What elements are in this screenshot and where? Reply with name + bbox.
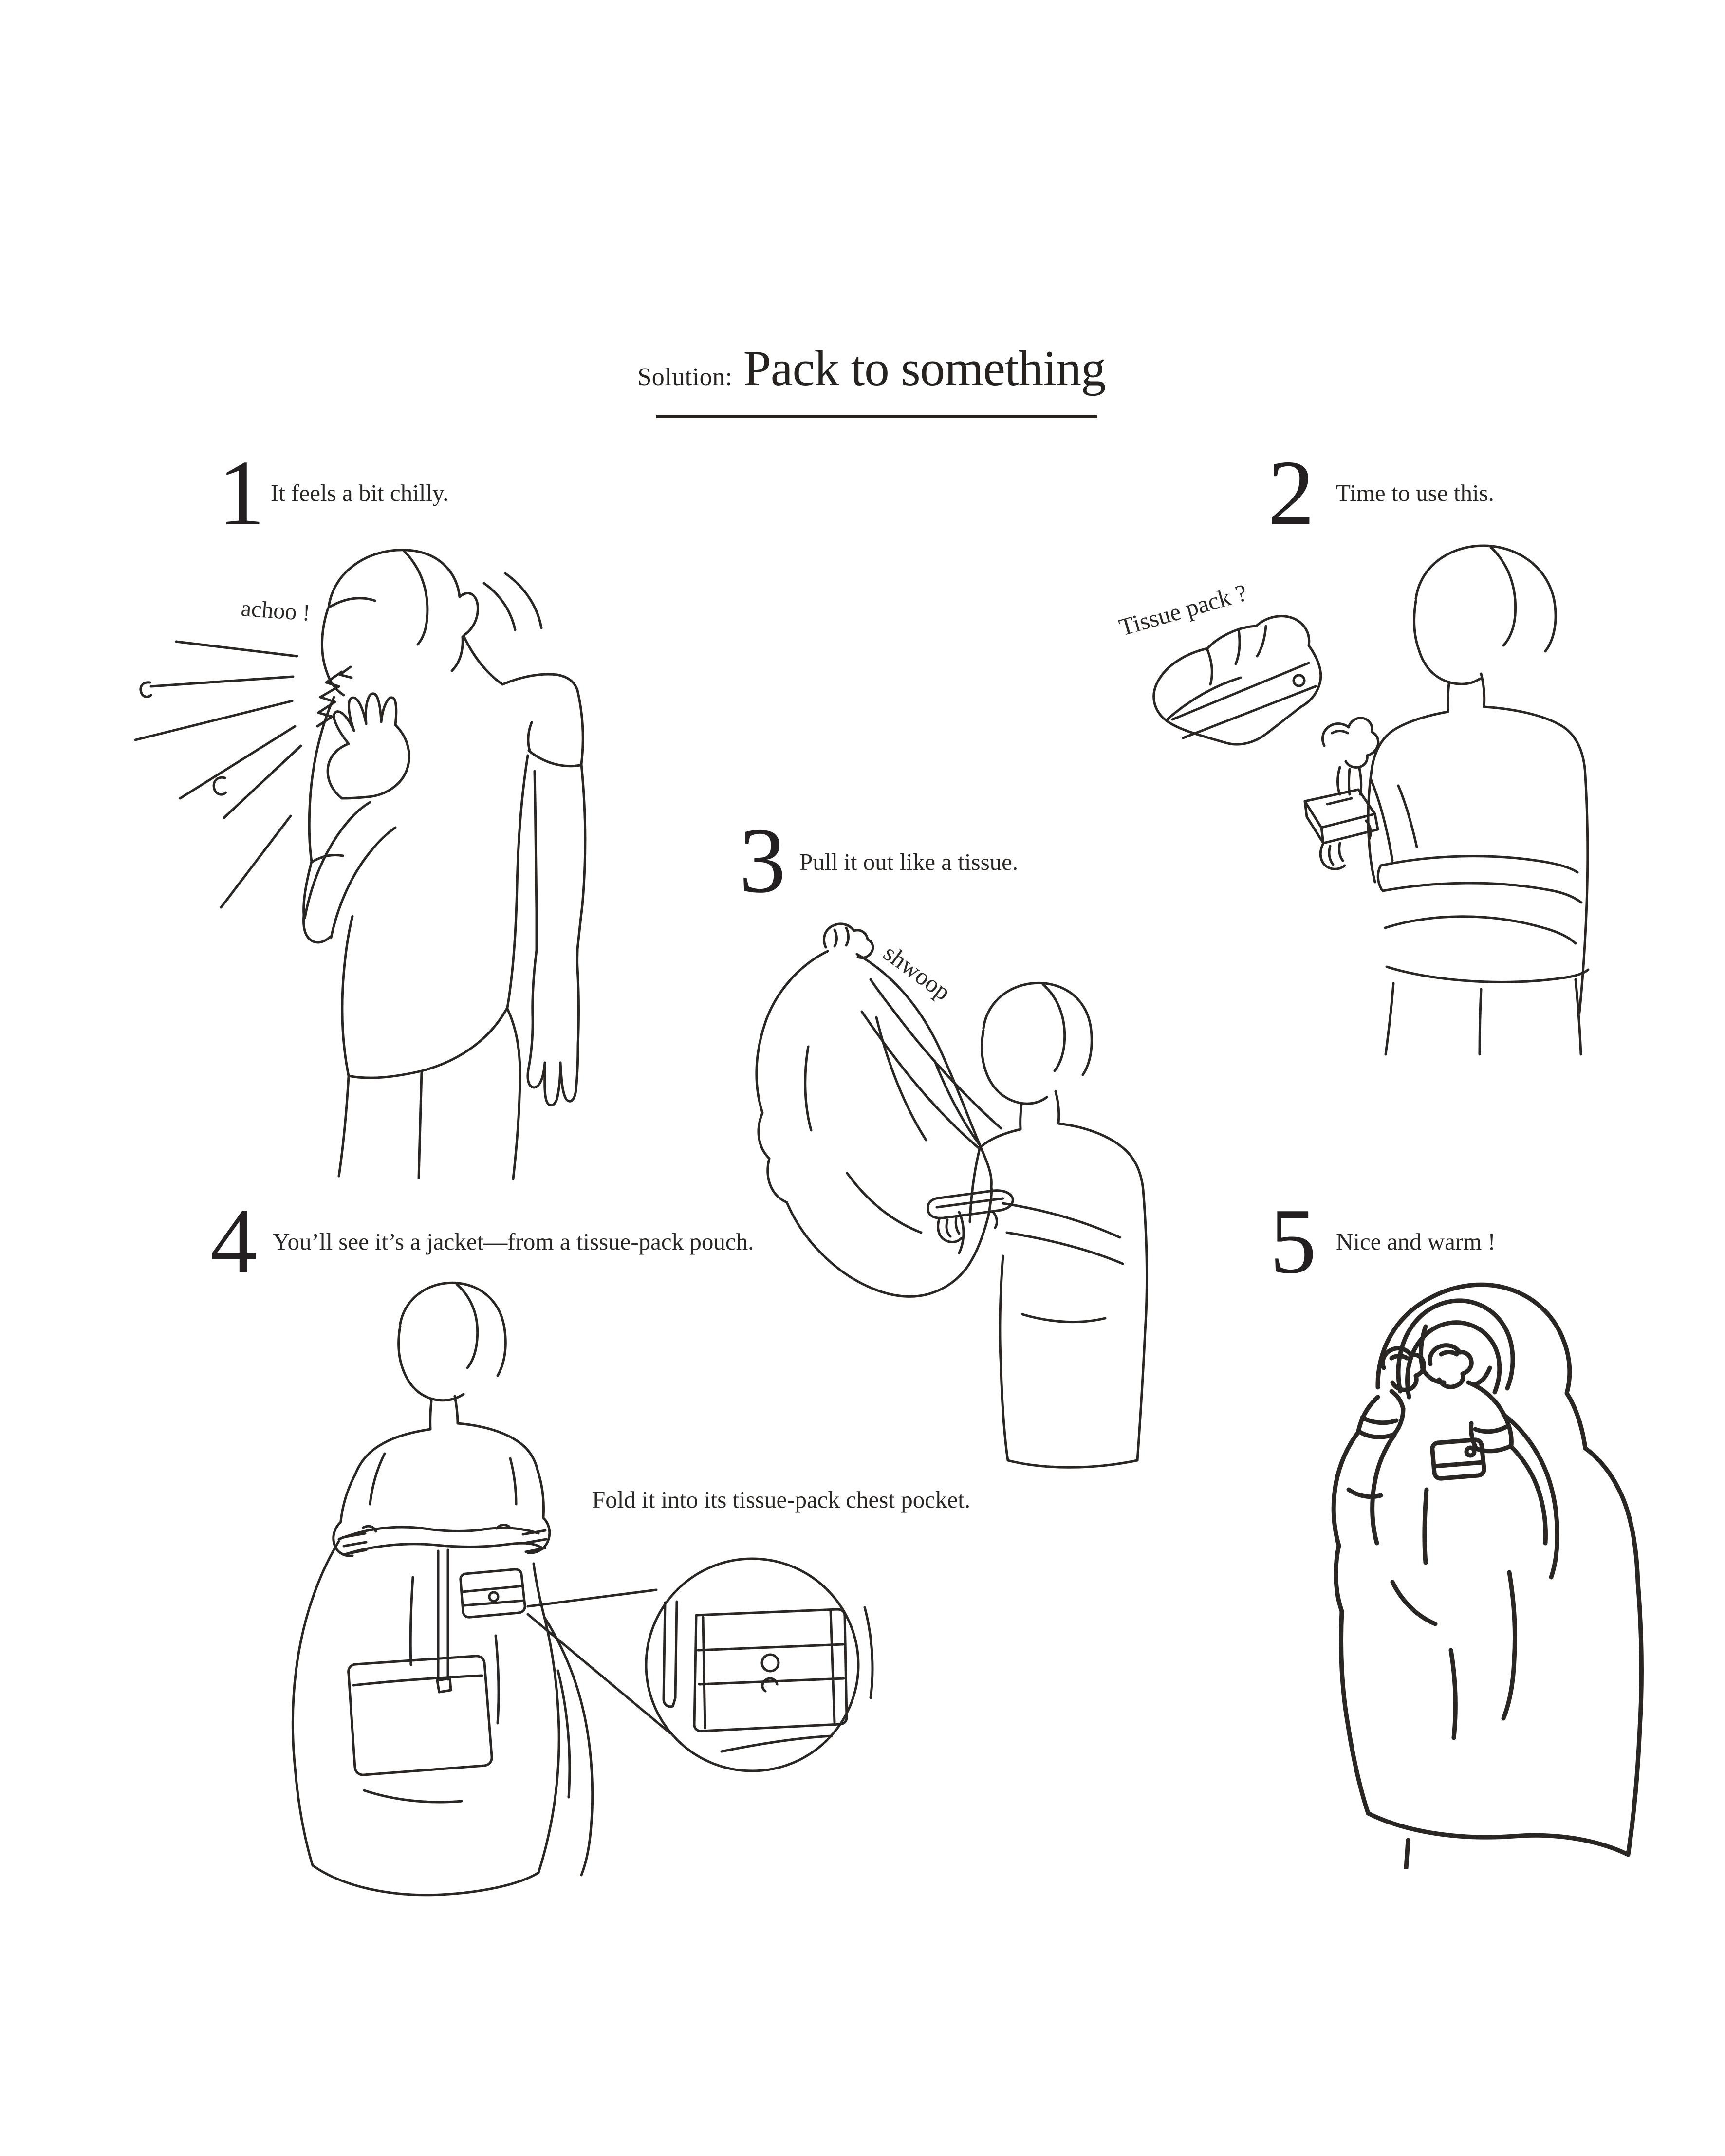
man-figure bbox=[332, 1281, 551, 1557]
head-motion-arcs-icon bbox=[482, 572, 543, 631]
jacket-drawing bbox=[291, 1526, 594, 1897]
hooded-man-figure bbox=[1331, 1282, 1644, 1869]
man-figure bbox=[860, 978, 1148, 1469]
step-4-number: 4 bbox=[210, 1189, 257, 1293]
illustration-step3-pulling-jacket bbox=[755, 922, 1148, 1469]
pouch-and-hands-drawing bbox=[1303, 717, 1380, 870]
man-figure bbox=[302, 549, 587, 1180]
sneeze-droplet-curls-icon bbox=[139, 681, 227, 796]
page-title: Solution: Pack to something bbox=[579, 340, 1164, 397]
step-1-label: It feels a bit chilly. bbox=[271, 479, 449, 506]
title-prefix: Solution: bbox=[637, 363, 733, 391]
illustration-step4-jacket-front bbox=[291, 1281, 874, 1897]
step-3-label: Pull it out like a tissue. bbox=[799, 848, 1019, 875]
crumpled-tissue-pack-drawing bbox=[1152, 615, 1322, 746]
pouch-and-hand-drawing bbox=[927, 1189, 1014, 1243]
step-5-number: 5 bbox=[1270, 1189, 1317, 1293]
sneeze-burst-icon bbox=[134, 640, 353, 909]
step-2-number: 2 bbox=[1268, 441, 1315, 545]
step-5-label: Nice and warm ! bbox=[1336, 1228, 1496, 1255]
caption-fold: Fold it into its tissue-pack chest pocke… bbox=[592, 1486, 971, 1513]
title-main: Pack to something bbox=[743, 341, 1106, 396]
step-3-number: 3 bbox=[739, 809, 786, 912]
illustration-step5-wearing-hoodie bbox=[1331, 1282, 1644, 1869]
man-figure bbox=[1367, 544, 1590, 1056]
illustration-step1-sneezing-man bbox=[134, 549, 587, 1180]
step-2-label: Time to use this. bbox=[1336, 479, 1494, 506]
illustration-step2-man-with-tissue-pack bbox=[1152, 544, 1590, 1056]
step-1-number: 1 bbox=[218, 441, 265, 545]
step-4-label: You’ll see it’s a jacket—from a tissue-p… bbox=[273, 1228, 754, 1255]
magnifier-circle bbox=[526, 1557, 874, 1772]
title-underline bbox=[656, 415, 1097, 418]
jacket-cloth-drawing bbox=[755, 922, 993, 1298]
